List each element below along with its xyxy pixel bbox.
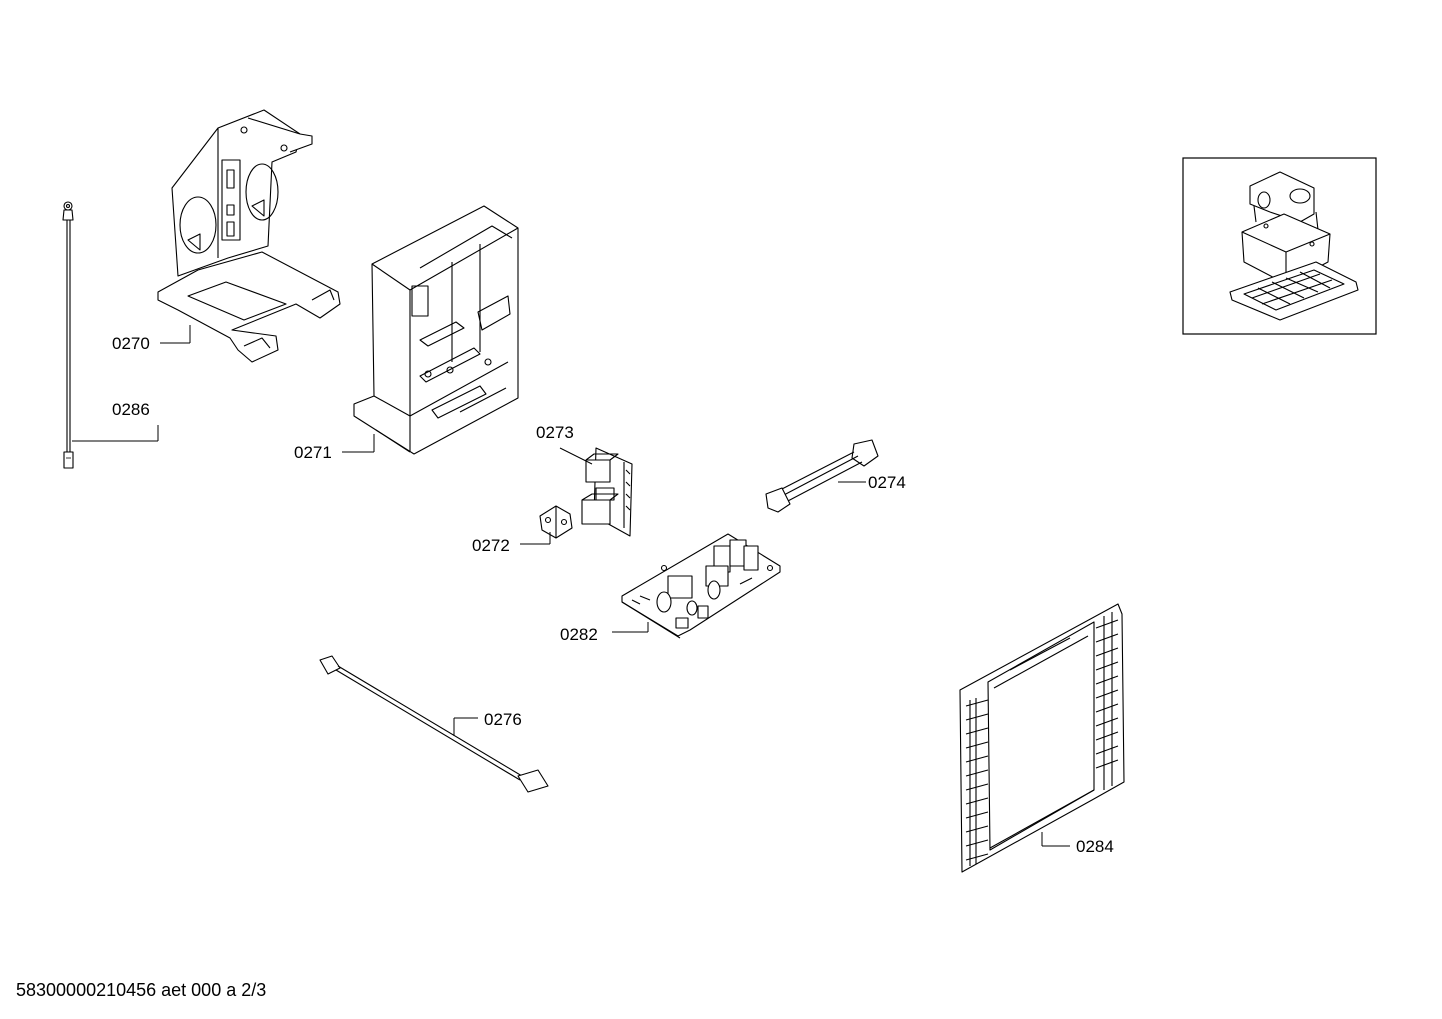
ground-wire-0286[interactable] bbox=[62, 201, 159, 469]
part-label-0270: 0270 bbox=[112, 334, 150, 353]
bracket-0270[interactable] bbox=[157, 109, 341, 363]
part-label-0284: 0284 bbox=[1076, 837, 1114, 856]
housing-0271[interactable] bbox=[342, 205, 519, 455]
main-pcb-0282[interactable] bbox=[612, 533, 781, 639]
document-code: 58300000210456 aet 000 a 2/3 bbox=[16, 980, 267, 1000]
small-pcb-0273[interactable] bbox=[559, 447, 633, 537]
wire-0276[interactable] bbox=[319, 655, 549, 793]
clip-0272[interactable] bbox=[520, 505, 573, 545]
assembly-overview-icon bbox=[1182, 157, 1377, 335]
part-label-0272: 0272 bbox=[472, 536, 510, 555]
ribbon-cable-0274[interactable] bbox=[765, 439, 879, 513]
part-label-0273: 0273 bbox=[536, 423, 574, 442]
part-label-0274: 0274 bbox=[868, 473, 906, 492]
part-label-0271: 0271 bbox=[294, 443, 332, 462]
part-label-0282: 0282 bbox=[560, 625, 598, 644]
part-label-0276: 0276 bbox=[484, 710, 522, 729]
grille-frame-0284[interactable] bbox=[959, 603, 1125, 873]
part-label-0286: 0286 bbox=[112, 400, 150, 419]
